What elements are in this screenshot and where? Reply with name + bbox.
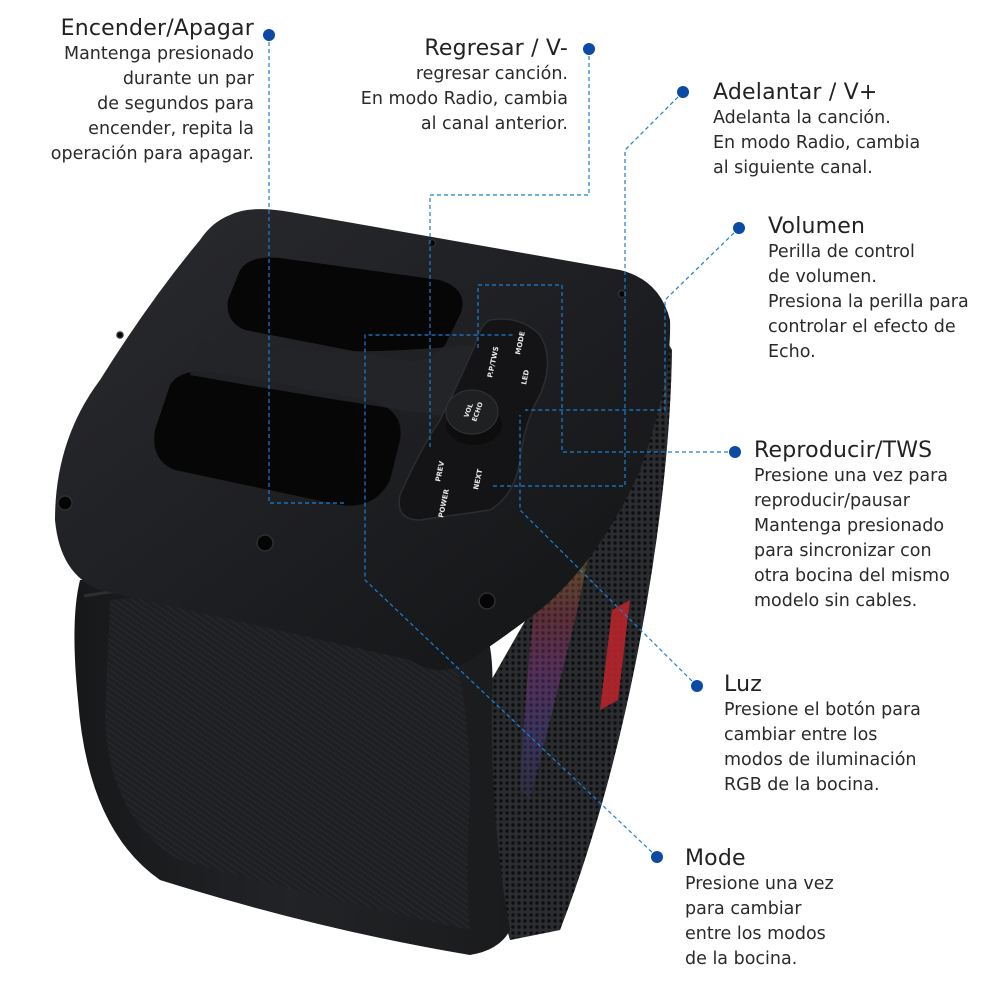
callout-dot-prev: [583, 43, 595, 55]
callout-mode: Mode Presione una vez para cambiar entre…: [685, 846, 834, 969]
callout-dot-mode: [651, 851, 663, 863]
callout-title: Reproducir/TWS: [754, 438, 933, 463]
callout-next: Adelantar / V+ Adelanta la canción. En m…: [713, 80, 921, 178]
callout-dot-volume: [733, 222, 745, 234]
volume-knob[interactable]: VOL ECHO: [445, 389, 502, 445]
callout-title: Regresar / V-: [424, 36, 568, 61]
callout-play-tws: Reproducir/TWS Presione una vez para rep…: [754, 438, 950, 611]
panel-label-led: LED: [520, 369, 531, 386]
callout-dot-led: [691, 680, 703, 692]
callout-prev: Regresar / V- regresar canción. En modo …: [360, 36, 568, 134]
callout-title: Adelantar / V+: [713, 80, 878, 105]
handle-recess-front: [154, 371, 401, 506]
callout-title: Mode: [685, 846, 746, 871]
callout-title: Luz: [724, 672, 762, 697]
leader-lines: [268, 35, 740, 858]
callout-dot-play-tws: [729, 446, 741, 458]
callout-dot-power: [263, 29, 275, 41]
callout-led: Luz Presione el botón para cambiar entre…: [724, 672, 921, 795]
callout-volume: Volumen Perilla de control de volumen. P…: [768, 214, 969, 362]
callout-power: Encender/Apagar Mantenga presionado dura…: [50, 16, 254, 164]
callout-title: Encender/Apagar: [60, 16, 254, 41]
callout-title: Volumen: [768, 214, 866, 239]
callout-dot-next: [677, 86, 689, 98]
